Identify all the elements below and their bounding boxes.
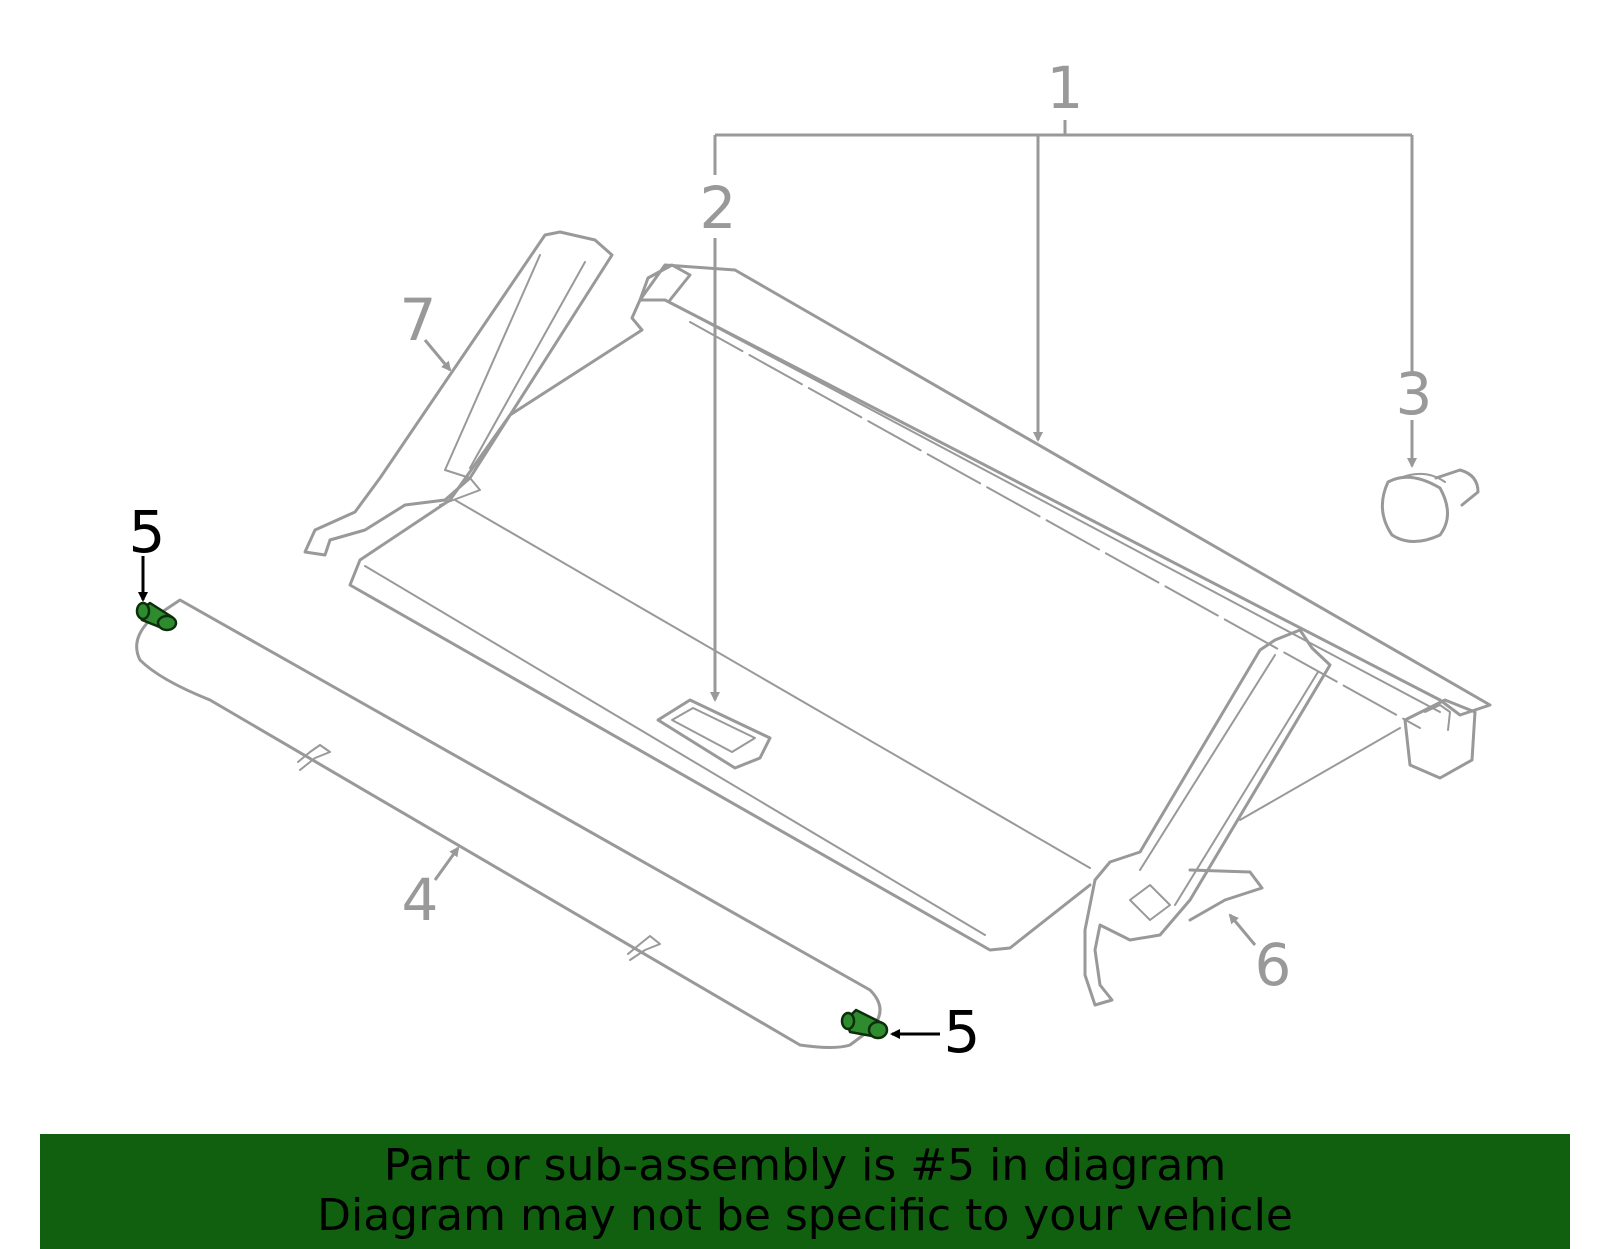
left-support-bracket [303, 230, 614, 557]
callout-5-left: 5 [129, 498, 166, 566]
callout-4: 4 [402, 866, 439, 934]
leader-lines [138, 120, 1417, 1039]
right-support-bracket [1083, 628, 1332, 1007]
plug-knob [1380, 468, 1480, 543]
banner-line-2: Diagram may not be specific to your vehi… [317, 1190, 1293, 1241]
end-cap-left [135, 601, 178, 632]
callout-1: 1 [1047, 54, 1084, 122]
callout-5-right: 5 [944, 998, 981, 1066]
banner-line-1: Part or sub-assembly is #5 in diagram [383, 1140, 1227, 1191]
callout-2: 2 [700, 174, 737, 242]
callout-7: 7 [400, 286, 437, 354]
cargo-cover-assembly [348, 263, 1492, 952]
callout-6: 6 [1255, 931, 1292, 999]
end-cap-right [840, 1008, 889, 1040]
front-trim-bar [135, 598, 882, 1049]
cover-handle [656, 698, 772, 770]
callout-3: 3 [1396, 360, 1433, 428]
info-banner: Part or sub-assembly is #5 in diagram Di… [40, 1134, 1570, 1249]
